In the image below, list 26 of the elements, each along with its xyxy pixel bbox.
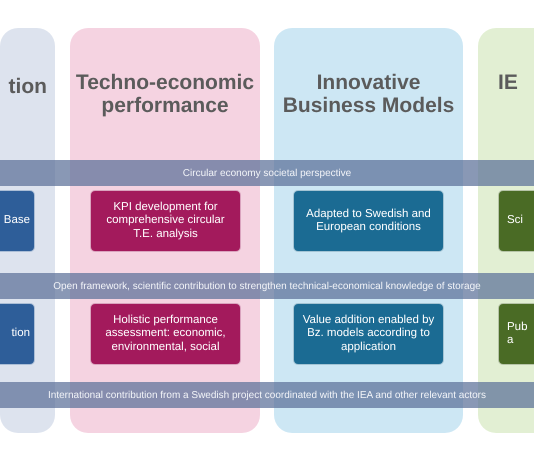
- content-box: [90, 190, 241, 252]
- banner-band: [0, 160, 534, 186]
- box-text: Value addition enabled by Bz. models according to application: [302, 314, 436, 354]
- content-box: [293, 190, 444, 252]
- box-text: Pub a: [507, 320, 528, 348]
- box-text: Holistic performance assessment: economic, environmental, social: [104, 314, 227, 354]
- column-heading: Innovative Business Models: [282, 72, 456, 118]
- column-heading: Techno-economic performance: [74, 72, 256, 118]
- box-text: Adapted to Swedish and European conditions: [305, 208, 432, 234]
- band-text: Open framework, scientific contribution to strengthen technical-economical knowledge of storage: [53, 280, 481, 292]
- band-text: International contribution from a Swedish project coordinated with the IEA and other relevant actors: [48, 390, 486, 400]
- content-box: [90, 303, 241, 365]
- banner-band: [0, 273, 534, 299]
- content-box: [293, 303, 444, 365]
- content-box: [498, 303, 534, 365]
- content-box: [0, 303, 35, 365]
- banner-band: [0, 382, 534, 408]
- box-text: KPI development for comprehensive circular T.E. analysis: [105, 201, 226, 241]
- band-text: Circular economy societal perspective: [182, 168, 352, 178]
- box-text: Base: [4, 214, 30, 228]
- column-heading: tion: [8, 76, 47, 99]
- column-heading: IE: [498, 72, 518, 95]
- content-box: [498, 190, 534, 252]
- box-text: Sci: [507, 214, 523, 228]
- box-text: tion: [11, 327, 30, 341]
- content-box: [0, 190, 35, 252]
